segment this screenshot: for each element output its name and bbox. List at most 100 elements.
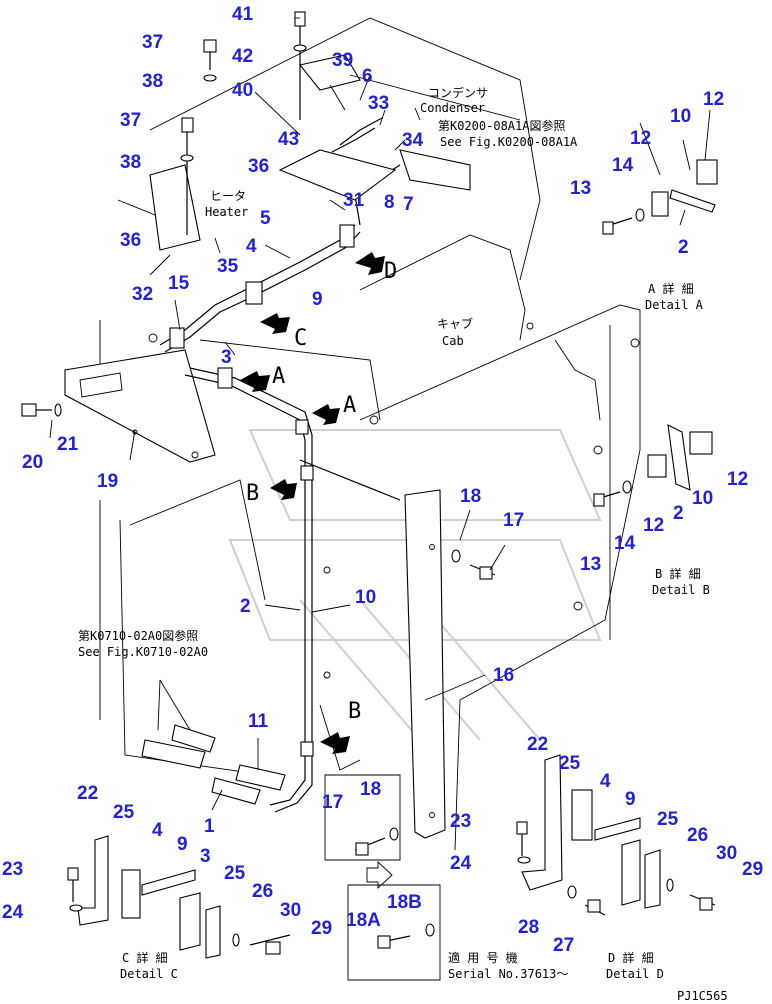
part-number-label: 24 xyxy=(2,902,24,923)
cab-outline xyxy=(99,17,641,851)
part-number-label: 9 xyxy=(312,289,323,310)
part-number-label: 24 xyxy=(450,853,472,874)
part-number-label: 35 xyxy=(217,256,239,277)
part-number-label: 25 xyxy=(657,809,679,830)
cab-jp-label: キャブ xyxy=(437,316,473,331)
part-number-label: 18 xyxy=(360,779,381,800)
part-number-label: 16 xyxy=(493,665,514,686)
part-number-label: 14 xyxy=(614,533,636,554)
part-number-label: 21 xyxy=(57,434,79,455)
detail-c-en-label: Detail C xyxy=(120,967,178,981)
part-number-label: 23 xyxy=(450,811,471,832)
fig-ref-mid-en-label: See Fig.K0710-02A0 xyxy=(78,645,208,659)
part-number-label: 13 xyxy=(570,178,591,199)
part-number-label: 5 xyxy=(260,208,271,229)
bolts xyxy=(21,11,496,949)
detail-c-drawing xyxy=(67,835,291,959)
part-number-label: 29 xyxy=(742,859,763,880)
part-number-label: 40 xyxy=(232,80,253,101)
part-number-label: 39 xyxy=(332,50,353,71)
view-label-a-2: A xyxy=(343,393,356,418)
detail-d-jp-label: D 詳 細 xyxy=(608,950,654,965)
condenser-en-label: Condenser xyxy=(420,101,485,115)
part-number-label: 36 xyxy=(120,230,141,251)
part-number-label: 30 xyxy=(280,900,301,921)
part-number-label: 38 xyxy=(120,152,141,173)
part-number-label: 43 xyxy=(278,129,299,150)
part-number-label: 42 xyxy=(232,46,253,67)
detail-c-jp-label: C 詳 細 xyxy=(122,950,168,965)
part-number-label: 1 xyxy=(204,816,215,837)
part-number-label: 10 xyxy=(355,587,376,608)
cover-plate xyxy=(64,349,216,463)
part-number-label: 12 xyxy=(727,469,748,490)
part-number-label: 15 xyxy=(168,273,190,294)
part-number-label: 2 xyxy=(678,237,689,258)
text-labels: コンデンサ Condenser 第K0200-08A1A図参照 See Fig.… xyxy=(78,85,728,1003)
part-number-callouts: 41 37 42 38 40 39 6 33 43 37 38 36 34 8 … xyxy=(2,4,763,956)
part-number-label: 34 xyxy=(402,130,424,151)
condenser-bracket xyxy=(278,54,471,201)
part-number-label: 9 xyxy=(625,789,636,810)
part-number-label: 2 xyxy=(240,596,251,617)
part-number-label: 14 xyxy=(612,155,634,176)
part-number-label: 10 xyxy=(692,488,713,509)
view-label-a-1: A xyxy=(272,364,285,389)
cab-en-label: Cab xyxy=(442,334,464,348)
part-number-label: 9 xyxy=(177,834,188,855)
view-label-d: D xyxy=(384,259,397,284)
part-number-label: 22 xyxy=(77,783,98,804)
heater-en-label: Heater xyxy=(205,205,248,219)
part-number-label: 4 xyxy=(246,236,257,257)
view-arrows xyxy=(240,252,385,754)
part-number-label: 31 xyxy=(343,190,365,211)
part-number-label: 12 xyxy=(643,515,664,536)
detail-a-drawing xyxy=(602,159,718,235)
part-number-label: 22 xyxy=(527,734,548,755)
detail-a-jp-label: A 詳 細 xyxy=(648,281,694,296)
serial-en-label: Serial No.37613～ xyxy=(448,967,568,981)
heater-jp-label: ヒータ xyxy=(210,189,246,203)
part-number-label: 6 xyxy=(362,66,373,87)
part-number-label: 10 xyxy=(670,106,691,127)
part-number-label: 18B xyxy=(387,892,422,913)
part-number-label: 18 xyxy=(460,486,481,507)
leader-lines xyxy=(49,17,711,811)
part-number-label: 7 xyxy=(403,194,414,215)
part-number-label: 2 xyxy=(673,503,684,524)
condenser-jp-label: コンデンサ xyxy=(428,85,488,100)
heater-unit xyxy=(149,164,201,251)
part-number-label: 25 xyxy=(559,753,581,774)
part-number-label: 4 xyxy=(600,771,611,792)
serial-jp-label: 適 用 号 機 xyxy=(448,950,518,965)
view-label-b-1: B xyxy=(246,481,259,506)
part-number-label: 29 xyxy=(311,918,332,939)
part-number-label: 25 xyxy=(224,863,246,884)
part-number-label: 20 xyxy=(22,452,43,473)
part-number-label: 26 xyxy=(687,825,708,846)
part-number-label: 26 xyxy=(252,881,273,902)
part-number-label: 37 xyxy=(142,32,163,53)
part-number-label: 12 xyxy=(703,89,724,110)
fig-ref-top-jp-label: 第K0200-08A1A図参照 xyxy=(438,118,565,133)
view-label-b-2: B xyxy=(348,699,361,724)
fig-ref-top-en-label: See Fig.K0200-08A1A xyxy=(440,135,578,149)
part-number-label: 38 xyxy=(142,71,163,92)
part-number-label: 8 xyxy=(384,192,395,213)
part-number-label: 17 xyxy=(322,792,343,813)
part-number-label: 23 xyxy=(2,859,23,880)
part-number-label: 30 xyxy=(716,843,737,864)
part-number-label: 32 xyxy=(132,284,153,305)
part-number-label: 11 xyxy=(248,711,269,732)
part-number-label: 18A xyxy=(346,910,381,931)
detail-d-en-label: Detail D xyxy=(606,967,664,981)
drawing-code: PJ1C565 xyxy=(677,989,728,1003)
part-number-label: 19 xyxy=(97,471,118,492)
part-number-label: 33 xyxy=(368,93,389,114)
fig-ref-mid-jp-label: 第K0710-02A0図参照 xyxy=(78,628,198,643)
view-label-c: C xyxy=(294,326,307,351)
fittings xyxy=(141,679,286,805)
part-number-label: 3 xyxy=(221,347,232,368)
detail-a-en-label: Detail A xyxy=(645,298,704,312)
part-number-label: 36 xyxy=(248,156,269,177)
